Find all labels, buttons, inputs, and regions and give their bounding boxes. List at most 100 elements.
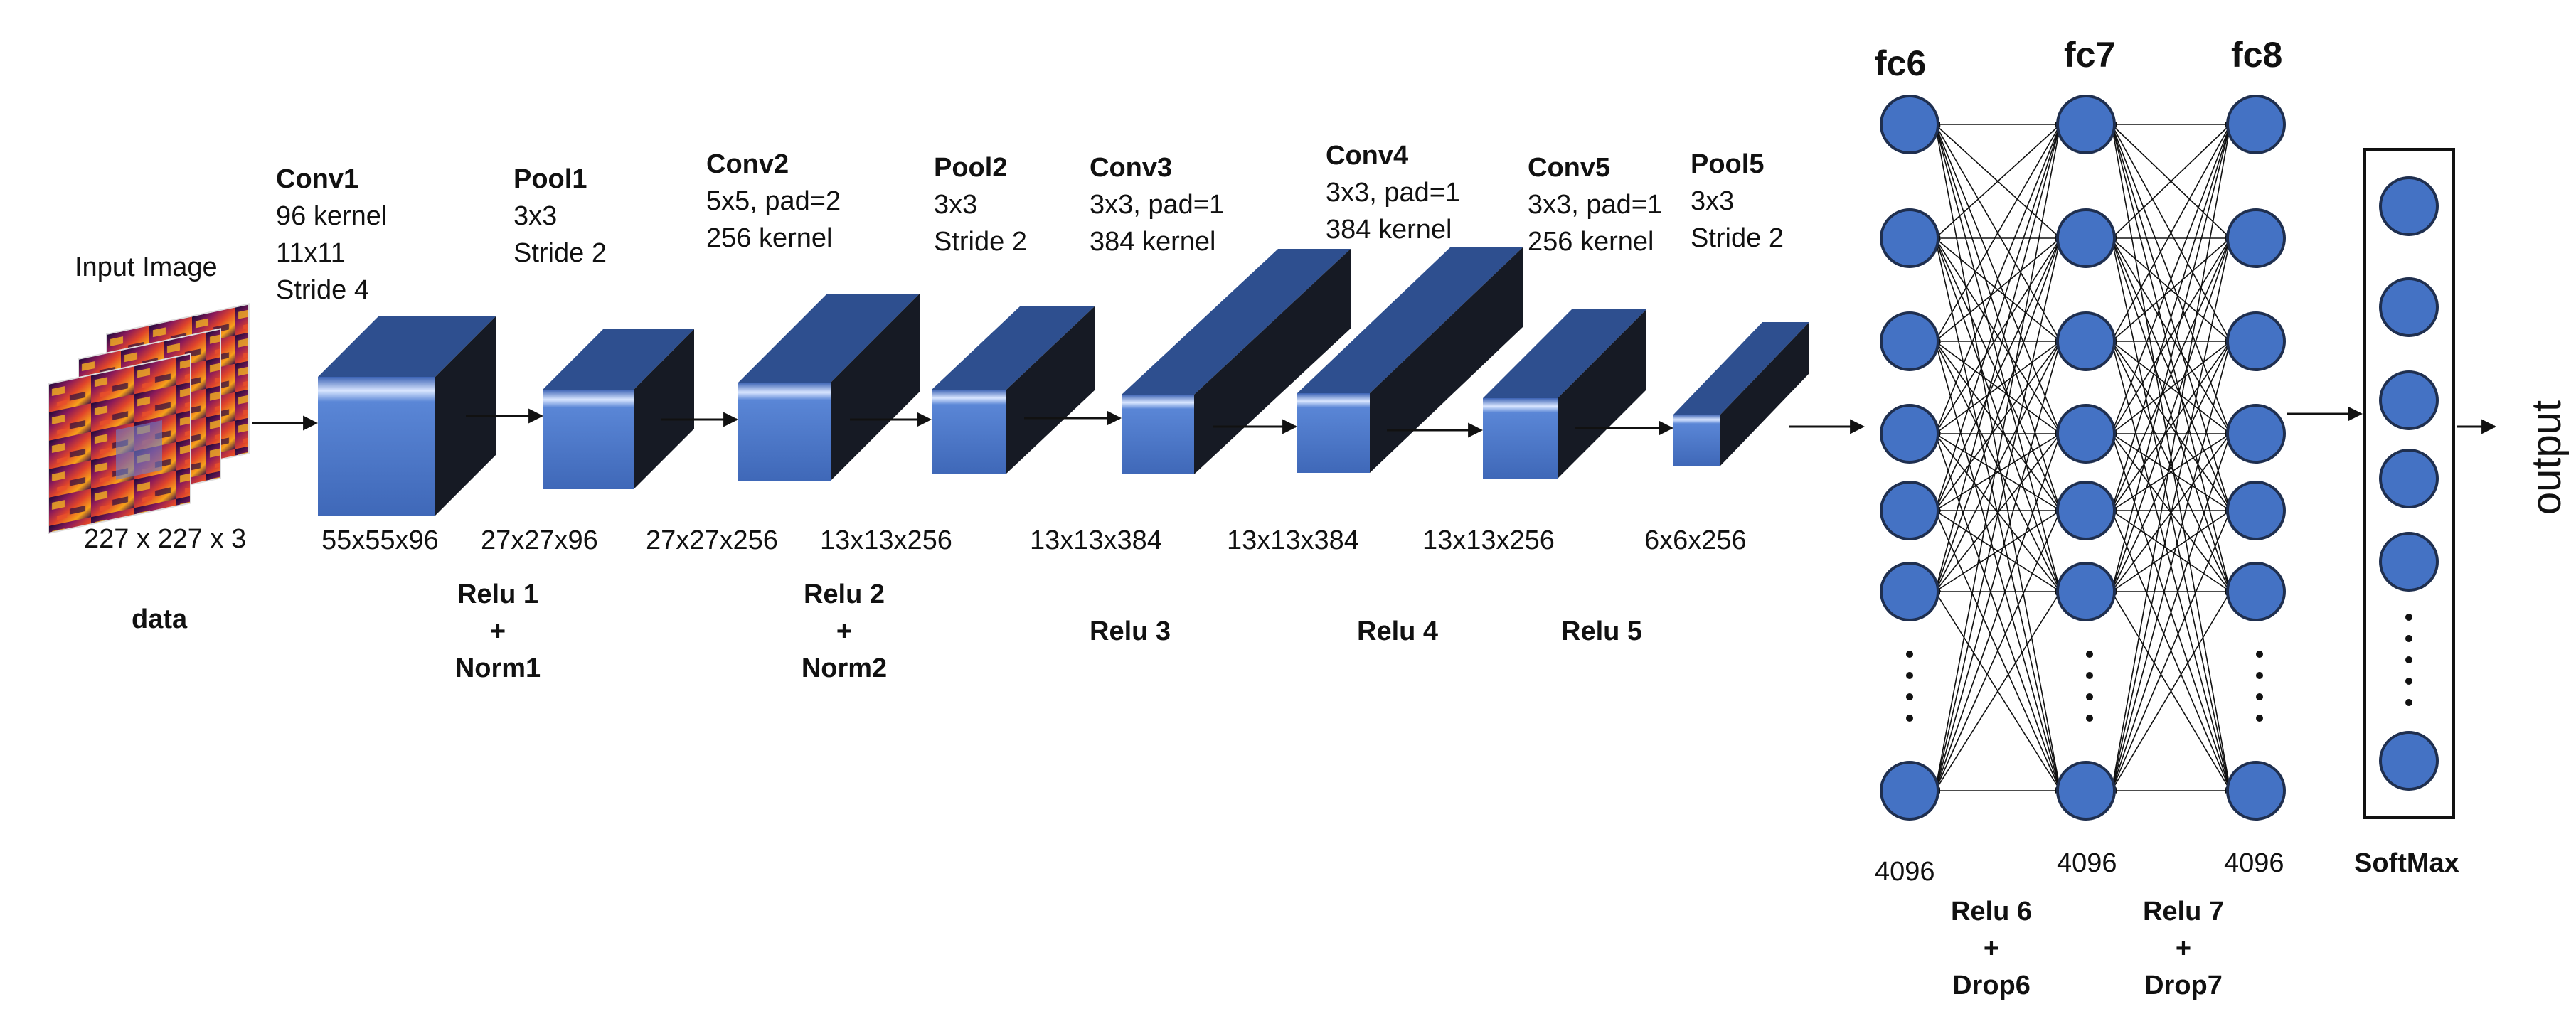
conv4-output-dims: 13x13x384 [1227, 525, 1359, 555]
softmax-ellipsis-dot [2405, 614, 2412, 621]
relu7-label: Relu 7 + Drop7 [2127, 893, 2240, 1004]
cube-conv5 [1483, 309, 1646, 479]
cube-pool2 [932, 306, 1095, 474]
fc6-node [1880, 95, 1939, 154]
conv5-output-dims: 13x13x256 [1422, 525, 1555, 555]
conv2-detail-2: 256 kernel [706, 223, 833, 253]
fc6-node [1880, 311, 1939, 371]
fc-edge [2111, 591, 2231, 791]
cube-conv1 [318, 316, 496, 516]
fc7-node [2056, 761, 2116, 821]
fc7-ellipsis-dot [2086, 693, 2093, 700]
cube-top-face [318, 316, 496, 377]
softmax-node [2379, 731, 2439, 791]
fc7-ellipsis-dot [2086, 651, 2093, 658]
cube-top-face [1122, 249, 1351, 395]
fc7-node [2056, 481, 2116, 540]
softmax-node [2379, 370, 2439, 430]
relu6-bottom: Drop6 [1952, 971, 2031, 1000]
cube-top-face [1483, 309, 1646, 398]
conv5-detail-2: 256 kernel [1528, 227, 1654, 257]
cube-side-face [435, 316, 496, 516]
conv2-output-dims: 27x27x256 [646, 525, 778, 555]
pool2-name: Pool2 [934, 153, 1008, 183]
cube-conv3 [1122, 249, 1351, 474]
fc8-units: 4096 [2224, 848, 2284, 878]
pool2-detail-1: 3x3 [934, 190, 978, 220]
cube-pool1 [543, 329, 694, 489]
conv1-output-dims: 55x55x96 [321, 525, 439, 555]
fc7-units: 4096 [2057, 848, 2117, 878]
fc8-ellipsis-dot [2256, 651, 2263, 658]
cube-side-face [1006, 306, 1095, 474]
conv2-label: Conv2 5x5, pad=2 256 kernel [706, 146, 841, 257]
conv3-output-dims: 13x13x384 [1030, 525, 1162, 555]
cube-side-face [1558, 309, 1646, 479]
softmax-ellipsis-dot [2405, 656, 2412, 663]
softmax-box [2363, 148, 2455, 819]
cube-front-face [543, 390, 634, 489]
fc-connections [1933, 122, 2232, 794]
relu1-label: Relu 1 + Norm1 [441, 576, 555, 687]
conv1-detail-1: 96 kernel [276, 201, 388, 231]
softmax-layer [2363, 148, 2455, 819]
relu2-label: Relu 2 + Norm2 [787, 576, 901, 687]
pool5-detail-2: Stride 2 [1691, 223, 1784, 253]
conv5-detail-1: 3x3, pad=1 [1528, 190, 1663, 220]
conv5-label: Conv5 3x3, pad=1 256 kernel [1528, 149, 1662, 260]
conv3-detail-1: 3x3, pad=1 [1090, 190, 1225, 220]
pool1-detail-2: Stride 2 [513, 238, 607, 268]
pool2-output-dims: 13x13x256 [820, 525, 952, 555]
cube-conv2 [738, 294, 920, 481]
cube-side-face [1720, 322, 1809, 466]
input-dims: 227 x 227 x 3 [84, 524, 247, 554]
fc8-node [2226, 562, 2286, 621]
cube-front-face [1297, 393, 1370, 473]
relu7-top: Relu 7 [2142, 897, 2225, 926]
pool5-detail-1: 3x3 [1691, 186, 1735, 216]
fc6-ellipsis-dot [1906, 715, 1913, 722]
input-image-stack [48, 303, 250, 535]
conv4-label: Conv4 3x3, pad=1 384 kernel [1326, 137, 1460, 248]
conv4-name: Conv4 [1326, 141, 1409, 171]
fc-nodes [1880, 95, 2286, 821]
relu4-label: Relu 4 [1357, 616, 1439, 646]
fc7-node [2056, 95, 2116, 154]
relu3-label: Relu 3 [1090, 616, 1171, 646]
receptive-field-patch [116, 420, 162, 480]
fc6-node [1880, 562, 1939, 621]
relu6-label: Relu 6 + Drop6 [1934, 893, 2048, 1004]
fc6-ellipsis-dot [1906, 672, 1913, 679]
fc6-ellipsis-dot [1906, 651, 1913, 658]
fc8-ellipsis-dot [2256, 715, 2263, 722]
relu6-plus: + [1983, 934, 2000, 963]
pool5-label: Pool5 3x3 Stride 2 [1691, 146, 1784, 257]
fc6-units: 4096 [1875, 857, 1935, 887]
pool1-label: Pool1 3x3 Stride 2 [513, 161, 607, 272]
fc8-title: fc8 [2231, 35, 2283, 75]
cube-side-face [831, 294, 920, 481]
pool2-label: Pool2 3x3 Stride 2 [934, 149, 1027, 260]
fc7-node [2056, 311, 2116, 371]
relu6-top: Relu 6 [1950, 897, 2033, 926]
cube-front-face [1673, 415, 1720, 466]
conv1-label: Conv1 96 kernel 11x11 Stride 4 [276, 161, 387, 309]
cube-top-face [1297, 247, 1523, 393]
softmax-node [2379, 176, 2439, 236]
input-title: Input Image [75, 252, 218, 282]
softmax-node [2379, 532, 2439, 592]
fc8-node [2226, 481, 2286, 540]
cube-top-face [932, 306, 1095, 390]
fc8-node [2226, 95, 2286, 154]
fc7-title: fc7 [2064, 35, 2116, 75]
conv2-detail-1: 5x5, pad=2 [706, 186, 841, 216]
softmax-node [2379, 277, 2439, 337]
fc8-node [2226, 311, 2286, 371]
cube-front-face [932, 390, 1006, 474]
fc6-node [1880, 481, 1939, 540]
fc6-node [1880, 208, 1939, 268]
relu2-plus: + [836, 616, 853, 646]
fc6-title: fc6 [1875, 43, 1927, 83]
conv4-detail-1: 3x3, pad=1 [1326, 178, 1461, 208]
